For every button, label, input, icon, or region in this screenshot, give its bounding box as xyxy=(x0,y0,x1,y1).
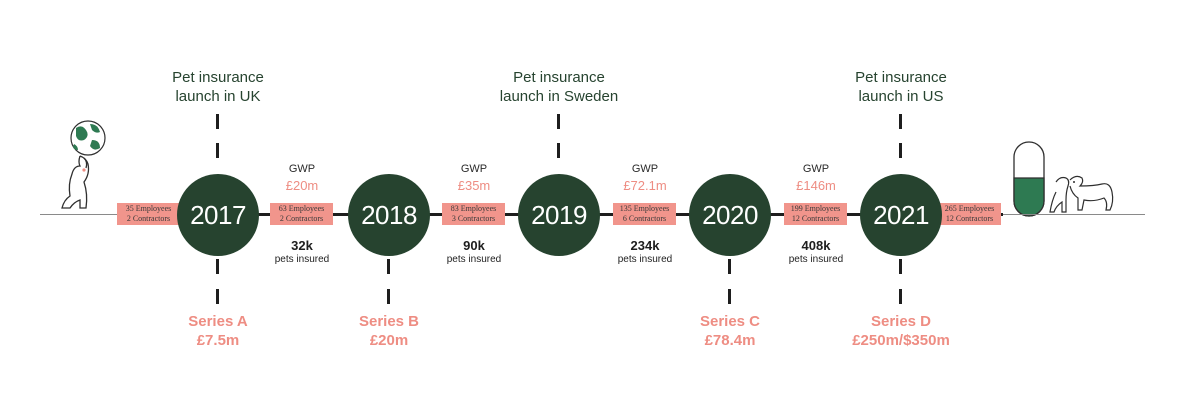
dog-with-globe-illustration xyxy=(61,120,106,209)
year-circle-2018: 2018 xyxy=(348,174,430,256)
top-dash-2021 xyxy=(899,143,902,158)
gwp-value-1: £20m xyxy=(285,178,319,193)
funding-label-2020: Series C£78.4m xyxy=(699,313,761,349)
year-circle-2020: 2020 xyxy=(689,174,771,256)
gwp-label-2: GWP xyxy=(460,163,488,175)
bottom-dash-2020 xyxy=(728,259,731,274)
pets-count-3: 234k xyxy=(630,238,660,253)
bottom-dash-2021 xyxy=(899,259,902,274)
pets-count-4: 408k xyxy=(801,238,831,253)
gwp-label-4: GWP xyxy=(802,163,830,175)
gwp-value-4: £146m xyxy=(796,178,836,193)
funding-label-2018: Series B£20m xyxy=(358,313,420,349)
gwp-value-2: £35m xyxy=(457,178,491,193)
pets-label-2: pets insured xyxy=(446,254,502,265)
top-dash-2017 xyxy=(216,114,219,129)
year-circle-2021: 2021 xyxy=(860,174,942,256)
top-dash-2019 xyxy=(557,114,560,129)
pets-label-1: pets insured xyxy=(274,254,330,265)
bottom-dash-2018 xyxy=(387,259,390,274)
top-dash-2021 xyxy=(899,114,902,129)
gwp-value-3: £72.1m xyxy=(623,178,667,193)
gwp-label-3: GWP xyxy=(631,163,659,175)
bottom-dash-2021 xyxy=(899,289,902,304)
ground-line-right xyxy=(1000,214,1145,215)
year-circle-2019: 2019 xyxy=(518,174,600,256)
pets-count-2: 90k xyxy=(463,238,485,253)
bottom-dash-2018 xyxy=(387,289,390,304)
pets-label-3: pets insured xyxy=(617,254,673,265)
funding-label-2021: Series D£250m/$350m xyxy=(852,313,950,349)
bottom-dash-2017 xyxy=(216,289,219,304)
top-dash-2019 xyxy=(557,143,560,158)
funding-label-2017: Series A£7.5m xyxy=(188,313,248,349)
bottom-dash-2017 xyxy=(216,259,219,274)
pets-label-4: pets insured xyxy=(788,254,844,265)
year-circle-2017: 2017 xyxy=(177,174,259,256)
bottom-dash-2020 xyxy=(728,289,731,304)
ground-line-left xyxy=(40,214,120,215)
gwp-label-1: GWP xyxy=(288,163,316,175)
pets-count-1: 32k xyxy=(291,238,313,253)
top-dash-2017 xyxy=(216,143,219,158)
pill-capsule-with-dogs-illustration xyxy=(1013,141,1114,217)
